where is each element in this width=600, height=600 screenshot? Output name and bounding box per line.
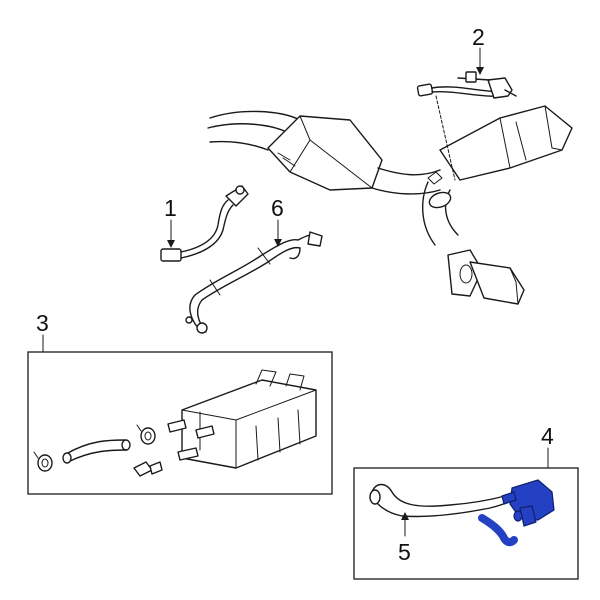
- vacuum-hose-line: [185, 231, 323, 334]
- callout-number-6: 6: [271, 195, 284, 221]
- callout-leaders: [42, 47, 549, 537]
- valve-kit-frame: [353, 467, 579, 580]
- vacuum-switching-valve: [478, 479, 555, 547]
- vacuum-valve-group: [353, 467, 579, 580]
- callout-number-1: 1: [164, 195, 177, 221]
- canister-kit-frame: [27, 351, 333, 495]
- exhaust-pipe-assembly: [207, 95, 573, 305]
- oxygen-sensor-upstream: [160, 185, 249, 262]
- hose-clamp: [136, 424, 156, 445]
- hose-clamp: [33, 451, 53, 472]
- callout-number-5: 5: [398, 539, 411, 565]
- mounting-bolt: [133, 461, 163, 477]
- callout-number-4: 4: [541, 423, 554, 449]
- charcoal-canister-group: [27, 351, 333, 495]
- oxygen-sensor-downstream: [416, 71, 517, 99]
- callout-number-2: 2: [472, 24, 485, 50]
- callout-number-3: 3: [36, 310, 49, 336]
